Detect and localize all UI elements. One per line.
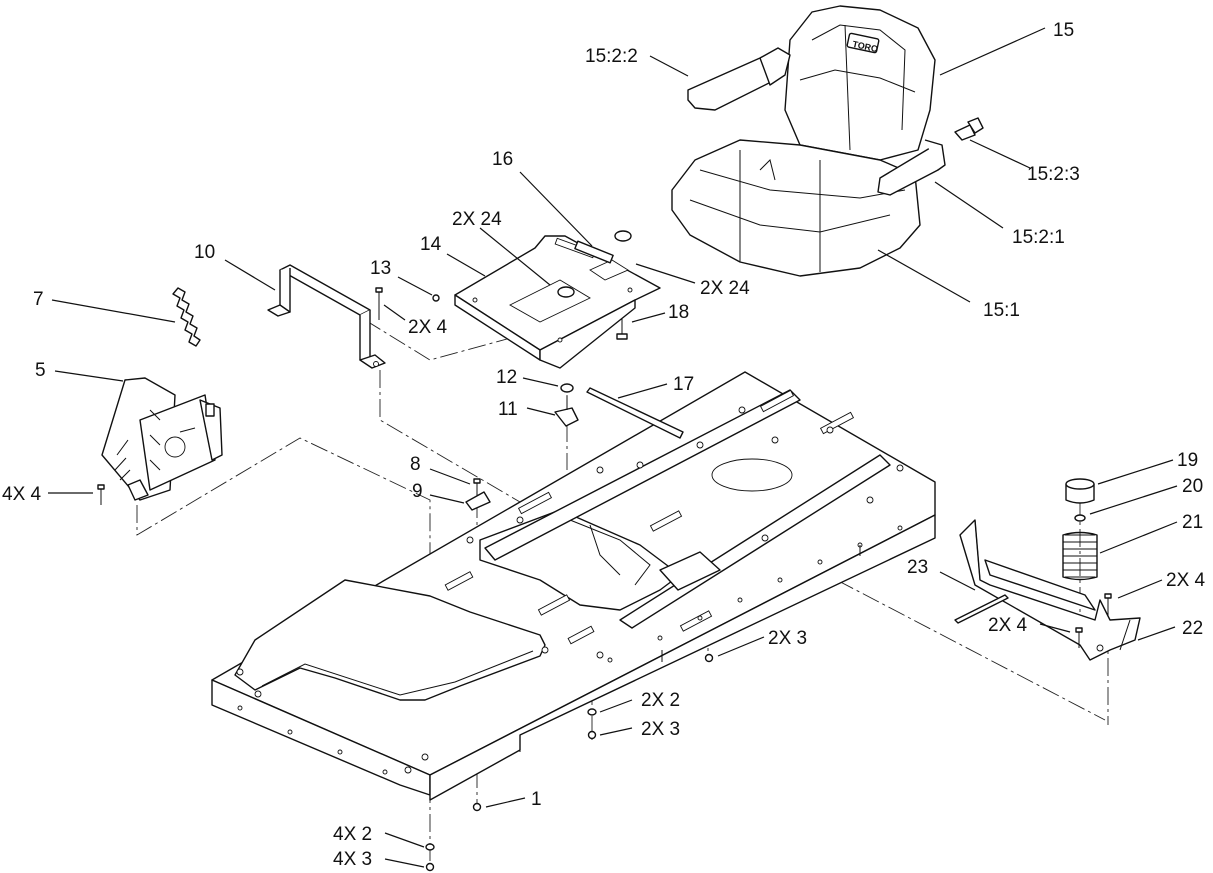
callout-labels: 15:2:2 15 15:2:3 16 2X 24 15:2:1 14 10 2… xyxy=(2,20,1206,870)
callout-2x24-b: 2X 24 xyxy=(700,278,750,299)
callout-20: 20 xyxy=(1182,476,1203,497)
callout-2x4-bracket-left: 2X 4 xyxy=(988,615,1028,636)
callout-4x3: 4X 3 xyxy=(333,849,372,870)
callout-13: 13 xyxy=(370,258,391,279)
spring-strip xyxy=(172,287,201,347)
callout-16: 16 xyxy=(492,149,513,170)
adjuster-bracket xyxy=(101,377,223,501)
seat-mount-bracket xyxy=(267,264,386,369)
callout-2x4-plate: 2X 4 xyxy=(408,317,448,338)
callout-17: 17 xyxy=(673,374,694,395)
callout-1: 1 xyxy=(531,789,542,810)
seat-logo-plate xyxy=(846,32,880,54)
callout-7: 7 xyxy=(33,289,44,310)
callout-15-1: 15:1 xyxy=(983,300,1020,321)
callout-14: 14 xyxy=(420,234,442,255)
callout-10: 10 xyxy=(194,242,215,263)
frame-round-hole xyxy=(711,458,793,492)
pin xyxy=(954,594,1009,624)
bumper xyxy=(1065,478,1095,522)
hardware xyxy=(97,287,714,872)
main-frame xyxy=(211,371,936,801)
spring xyxy=(1062,531,1098,581)
callout-12: 12 xyxy=(496,367,517,388)
callout-2x24-a: 2X 24 xyxy=(452,209,502,230)
callout-11: 11 xyxy=(498,399,518,420)
callout-22: 22 xyxy=(1182,618,1203,639)
seat-assembly xyxy=(671,5,984,277)
callout-21: 21 xyxy=(1182,512,1203,533)
leader-lines xyxy=(48,27,1178,868)
decal xyxy=(574,240,614,264)
callout-23: 23 xyxy=(907,557,928,578)
callout-15: 15 xyxy=(1053,20,1074,41)
callout-15-2-2: 15:2:2 xyxy=(585,46,638,67)
callout-19: 19 xyxy=(1177,450,1198,471)
callout-5: 5 xyxy=(35,360,46,381)
callout-2x2: 2X 2 xyxy=(641,690,680,711)
callout-2x3-frame: 2X 3 xyxy=(768,628,807,649)
seat-plate xyxy=(454,230,661,369)
callout-9: 9 xyxy=(412,481,423,502)
callout-2x4-bracket-right: 2X 4 xyxy=(1166,570,1206,591)
callout-4x4: 4X 4 xyxy=(2,484,42,505)
callout-2x3-bottom: 2X 3 xyxy=(641,719,680,740)
rear-bracket xyxy=(959,519,1141,661)
callout-8: 8 xyxy=(410,454,421,475)
callout-15-2-1: 15:2:1 xyxy=(1012,227,1065,248)
callout-15-2-3: 15:2:3 xyxy=(1027,164,1080,185)
callout-18: 18 xyxy=(668,302,689,323)
callout-4x2: 4X 2 xyxy=(333,824,372,845)
